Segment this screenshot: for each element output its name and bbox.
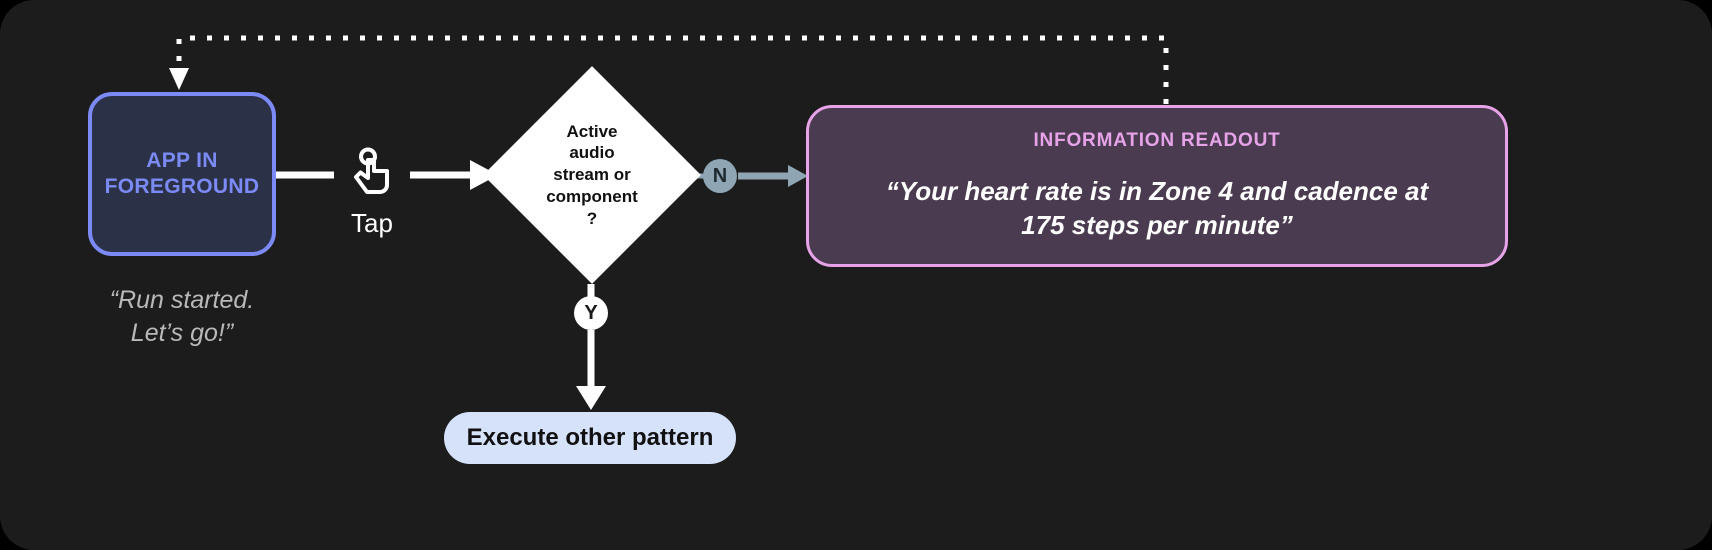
arrowhead-feedback-to-app (169, 68, 189, 90)
decision-line3: stream or (553, 165, 631, 185)
app-caption-line1: “Run started. (109, 286, 255, 314)
tap-gesture-icon (354, 147, 389, 194)
branch-badge-no: N (703, 159, 737, 193)
arrowhead-to-readout (788, 165, 808, 187)
decision-line2: audio (569, 143, 615, 163)
app-node-label-line1: APP IN (146, 148, 218, 172)
decision-line1: Active (566, 121, 618, 141)
readout-title: INFORMATION READOUT (1033, 129, 1281, 151)
decision-line5: ? (586, 208, 598, 228)
node-execute-other-pattern[interactable]: Execute other pattern (444, 412, 736, 464)
decision-label: Active audio stream or component ? (483, 66, 701, 284)
app-caption-line2: Let’s go!” (130, 319, 234, 347)
readout-body: “Your heart rate is in Zone 4 and cadenc… (886, 174, 1428, 243)
node-app-in-foreground[interactable]: APP IN FOREGROUND (88, 92, 276, 256)
app-node-label-line2: FOREGROUND (104, 175, 260, 198)
branch-badge-yes: Y (574, 296, 608, 330)
tap-icon-wrapper (332, 146, 412, 204)
decision-audio-stream[interactable]: Active audio stream or component ? (483, 66, 701, 284)
readout-body-line2: 175 steps per minute” (1021, 210, 1293, 240)
tap-label: Tap (351, 208, 393, 238)
node-information-readout[interactable]: INFORMATION READOUT “Your heart rate is … (806, 105, 1508, 267)
gesture-tap-group: Tap (332, 146, 412, 239)
app-node-label: APP IN FOREGROUND (105, 148, 260, 201)
readout-body-line1: “Your heart rate is in Zone 4 and cadenc… (885, 175, 1429, 206)
arrowhead-to-execute (576, 386, 606, 410)
app-node-caption: “Run started. Let’s go!” (70, 284, 294, 350)
decision-line4: component (546, 186, 638, 206)
